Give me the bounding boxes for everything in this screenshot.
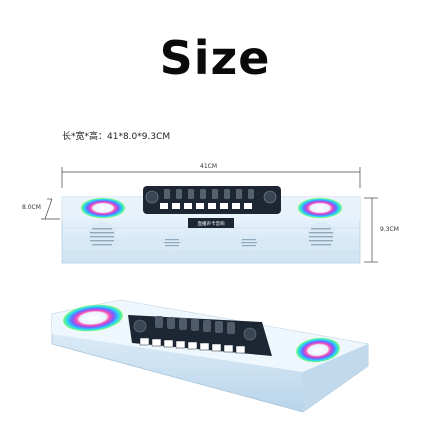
page-title: Size bbox=[159, 31, 271, 85]
control-knob-icon bbox=[133, 319, 257, 341]
speaker-front-view bbox=[61, 186, 361, 264]
rgb-light-ring-icon bbox=[81, 198, 125, 218]
height-label: 8.0CM bbox=[22, 204, 41, 211]
panel-label: 直播声卡音响 bbox=[197, 222, 225, 227]
height-dimension-line bbox=[41, 198, 60, 220]
rgb-light-ring-icon bbox=[298, 198, 342, 218]
width-dimension-line bbox=[61, 167, 361, 188]
depth-dimension-line bbox=[364, 197, 378, 263]
depth-label: 9.3CM bbox=[380, 226, 399, 233]
speaker-perspective-view bbox=[51, 299, 369, 413]
dimensions-text: 长*宽*高：41*8.0*9.3CM bbox=[62, 132, 171, 142]
rgb-light-ring-icon bbox=[63, 304, 123, 332]
width-label: 41CM bbox=[200, 163, 218, 170]
rgb-light-ring-icon bbox=[296, 337, 340, 363]
